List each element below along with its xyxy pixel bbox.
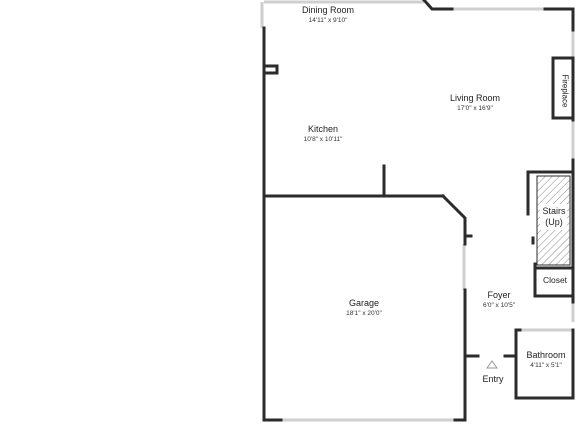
entry-label: Entry bbox=[482, 374, 504, 384]
room-kitchen-name: Kitchen bbox=[307, 124, 339, 134]
room-garage-name: Garage bbox=[348, 298, 380, 308]
room-dining-name: Dining Room bbox=[301, 5, 355, 15]
stairs-label-line1: Stairs bbox=[542, 206, 566, 216]
room-kitchen-dim: 10'8" x 10'11" bbox=[303, 136, 343, 143]
room-bathroom-name: Bathroom bbox=[526, 350, 566, 360]
entry-marker-icon bbox=[486, 360, 498, 369]
room-bathroom: Bathroom 4'11" x 5'1" bbox=[526, 350, 565, 370]
fireplace-label: Fireplace bbox=[557, 68, 571, 114]
room-kitchen: Kitchen 10'8" x 10'11" bbox=[304, 124, 343, 144]
stairs-label-line2: (Up) bbox=[545, 217, 563, 227]
windows bbox=[260, 0, 575, 422]
kitchen-notch bbox=[262, 64, 279, 75]
stairs-label-bg bbox=[540, 204, 567, 230]
room-living-dim: 17'0" x 16'9" bbox=[457, 105, 493, 112]
room-dining-dim: 14'11" x 9'10" bbox=[308, 17, 348, 24]
room-foyer: Foyer 6'0" x 10'5" bbox=[483, 290, 515, 310]
fireplace-text: Fireplace bbox=[560, 74, 569, 108]
wall-top-angle bbox=[421, 0, 454, 11]
stairs-label: Stairs (Up) bbox=[542, 206, 565, 228]
wall-garage-angle bbox=[440, 193, 467, 246]
room-foyer-name: Foyer bbox=[487, 290, 511, 300]
room-garage: Garage 18'1" x 20'0" bbox=[346, 298, 382, 318]
room-living-name: Living Room bbox=[449, 93, 501, 103]
room-dining: Dining Room 14'11" x 9'10" bbox=[302, 5, 354, 25]
room-living: Living Room 17'0" x 16'9" bbox=[450, 93, 500, 113]
closet-label: Closet bbox=[542, 275, 568, 285]
room-garage-dim: 18'1" x 20'0" bbox=[346, 310, 382, 317]
room-foyer-dim: 6'0" x 10'5" bbox=[482, 302, 516, 309]
room-bathroom-dim: 4'11" x 5'1" bbox=[530, 362, 562, 369]
walls bbox=[262, 0, 575, 422]
fireplace-box bbox=[551, 56, 575, 120]
